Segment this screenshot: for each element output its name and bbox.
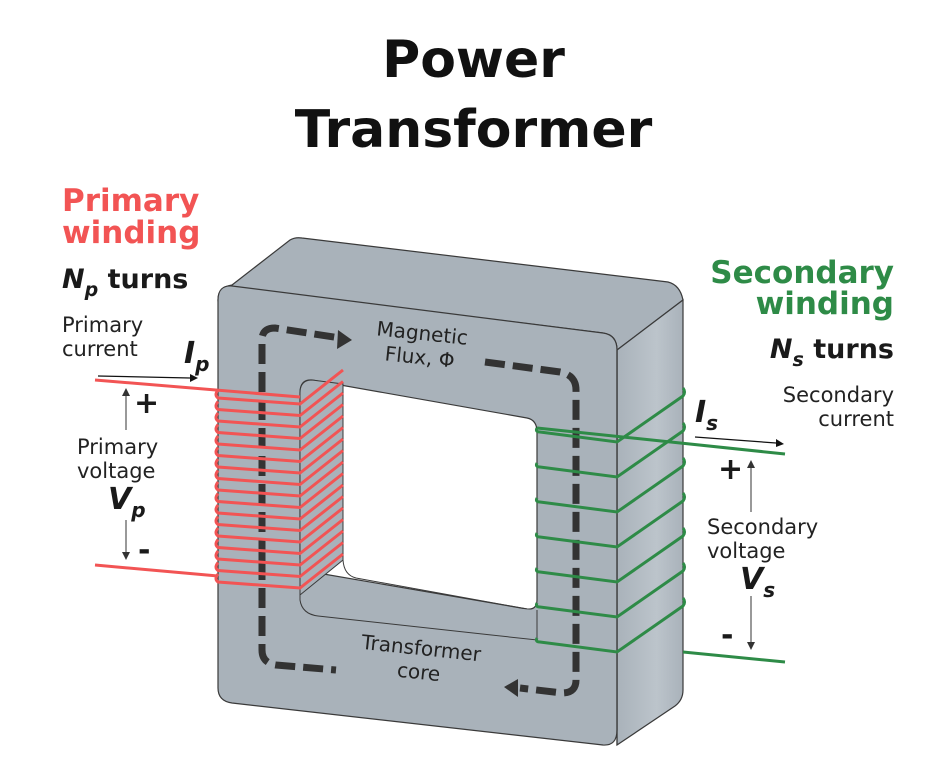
primary-voltage-symbol-sub: p (131, 498, 146, 522)
primary-winding-heading-1: Primary (62, 183, 200, 219)
primary-turns-sub: p (84, 279, 99, 301)
secondary-current-symbol-sub: s (706, 411, 719, 435)
primary-coil-turn (214, 414, 344, 452)
primary-coil-turn (214, 391, 344, 429)
secondary-winding-heading-1: Secondary (710, 255, 894, 291)
secondary-winding-heading-2: winding (755, 286, 894, 322)
secondary-current-label-2: current (818, 407, 894, 431)
flux-path-top-right (484, 358, 580, 697)
primary-current-label-2: current (62, 337, 138, 361)
secondary-coil-turn (534, 492, 686, 549)
primary-coil (214, 368, 344, 590)
primary-coil-turn (214, 529, 344, 567)
primary-coil-turn (214, 495, 344, 533)
primary-coil-turn (214, 403, 344, 441)
secondary-turns: Ns turns (769, 334, 894, 371)
primary-coil-turn (214, 437, 344, 475)
primary-turns-symbol: N (62, 264, 85, 295)
secondary-coil (534, 387, 686, 654)
flux-arrow-top (337, 330, 352, 349)
primary-coil-turn (214, 541, 344, 579)
primary-winding-heading-2: winding (62, 215, 201, 251)
secondary-voltage-symbol-sub: s (763, 578, 776, 602)
title-line-1: Power (382, 30, 565, 90)
flux-path-top-left (258, 324, 341, 560)
flux-path-bottom-left (258, 560, 337, 674)
secondary-coil-turn (534, 527, 686, 584)
secondary-coil-turn (534, 422, 686, 479)
secondary-coil-turn (534, 562, 686, 619)
primary-current-arrow (97, 375, 191, 379)
primary-plus-sign: + (134, 386, 160, 421)
secondary-current-label-1: Secondary (782, 383, 894, 407)
primary-lead-top (94, 378, 301, 399)
primary-voltage-symbol: Vp (108, 482, 146, 522)
primary-voltage-label-2: voltage (77, 459, 156, 483)
primary-coil-turn (214, 518, 344, 556)
secondary-coil-turn (534, 387, 686, 444)
title-line-2: Transformer (294, 100, 653, 160)
primary-current-symbol: Ip (184, 336, 210, 376)
primary-coil-turn (214, 483, 344, 521)
secondary-current-arrow (694, 436, 777, 444)
primary-voltage-label-1: Primary (77, 435, 159, 459)
primary-current-label-1: Primary (62, 313, 144, 337)
primary-coil-turn (214, 449, 344, 487)
secondary-turns-symbol: N (769, 334, 793, 365)
secondary-plus-sign: + (718, 452, 744, 487)
primary-turns: Np turns (62, 264, 189, 301)
primary-turns-text: turns (107, 264, 189, 295)
secondary-turns-text: turns (813, 334, 894, 365)
secondary-coil-turn (534, 597, 686, 654)
primary-minus-sign: - (138, 533, 151, 568)
secondary-voltage-label-1: Secondary (707, 515, 819, 539)
secondary-minus-sign: - (721, 618, 734, 653)
primary-voltage-symbol-main: V (108, 482, 132, 517)
primary-current-symbol-sub: p (195, 352, 210, 376)
secondary-lead-bottom (682, 650, 786, 664)
primary-coil-turn (214, 380, 344, 418)
primary-coil-turn (214, 472, 344, 510)
primary-coil-turn (214, 426, 344, 464)
flux-arrow-bottom (504, 679, 518, 697)
secondary-voltage-label-2: voltage (707, 539, 786, 563)
primary-coil-turn (214, 460, 344, 498)
secondary-voltage-symbol: Vs (740, 562, 775, 602)
secondary-coil-turn (534, 457, 686, 514)
primary-coil-turn (214, 506, 344, 544)
secondary-lead-top (536, 426, 786, 456)
secondary-current-symbol: Is (695, 395, 718, 435)
primary-lead-bottom (94, 563, 219, 578)
secondary-current-symbol-main: I (695, 395, 707, 430)
secondary-voltage-symbol-main: V (740, 562, 764, 597)
secondary-turns-sub: s (792, 349, 804, 371)
primary-current-symbol-main: I (184, 336, 196, 371)
